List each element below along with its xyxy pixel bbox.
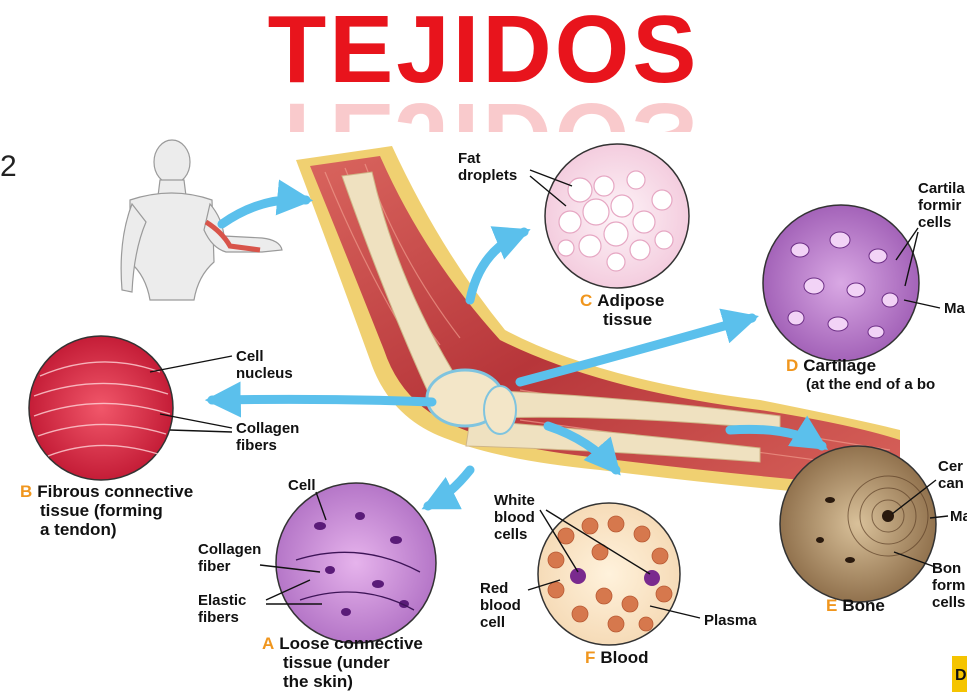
label-collagen-fibers: Collagen fibers [236,420,299,454]
caption-cartilage: DCartilage (at the end of a bo [786,356,935,394]
cartilage-micrograph [763,205,919,361]
label-fat-droplets: Fat droplets [458,150,517,184]
fibrous-micrograph [29,336,173,480]
label-elastic-fibers: Elastic fibers [198,592,246,626]
label-collagen-fiber: Collagen fiber [198,541,261,575]
label-cartilage-matrix: Ma [944,300,965,317]
blood-micrograph [538,503,680,645]
adipose-micrograph [545,144,689,288]
caption-adipose: CAdipose tissue [580,291,664,329]
caption-bone: EBone [826,596,885,615]
human-figure [121,140,282,300]
label-plasma: Plasma [704,612,757,629]
caption-blood: FBlood [585,648,649,667]
label-central-canal: Cer can [938,458,964,492]
caption-fibrous: BFibrous connective tissue (forming a te… [20,482,193,539]
label-bone-forming-cells: Bon form cells [932,560,965,611]
caption-loose: ALoose connective tissue (under the skin… [262,634,423,691]
loose-micrograph [276,483,436,643]
label-white-blood-cells: White blood cells [494,492,535,543]
label-cartilage-forming-cells: Cartila formir cells [918,180,965,231]
bone-micrograph [780,446,936,602]
label-cell: Cell [288,477,316,494]
corner-tab-label: D [955,667,967,684]
label-cell-nucleus: Cell nucleus [236,348,293,382]
label-bone-matrix: Ma [950,508,967,525]
label-red-blood-cell: Red blood cell [480,580,521,631]
